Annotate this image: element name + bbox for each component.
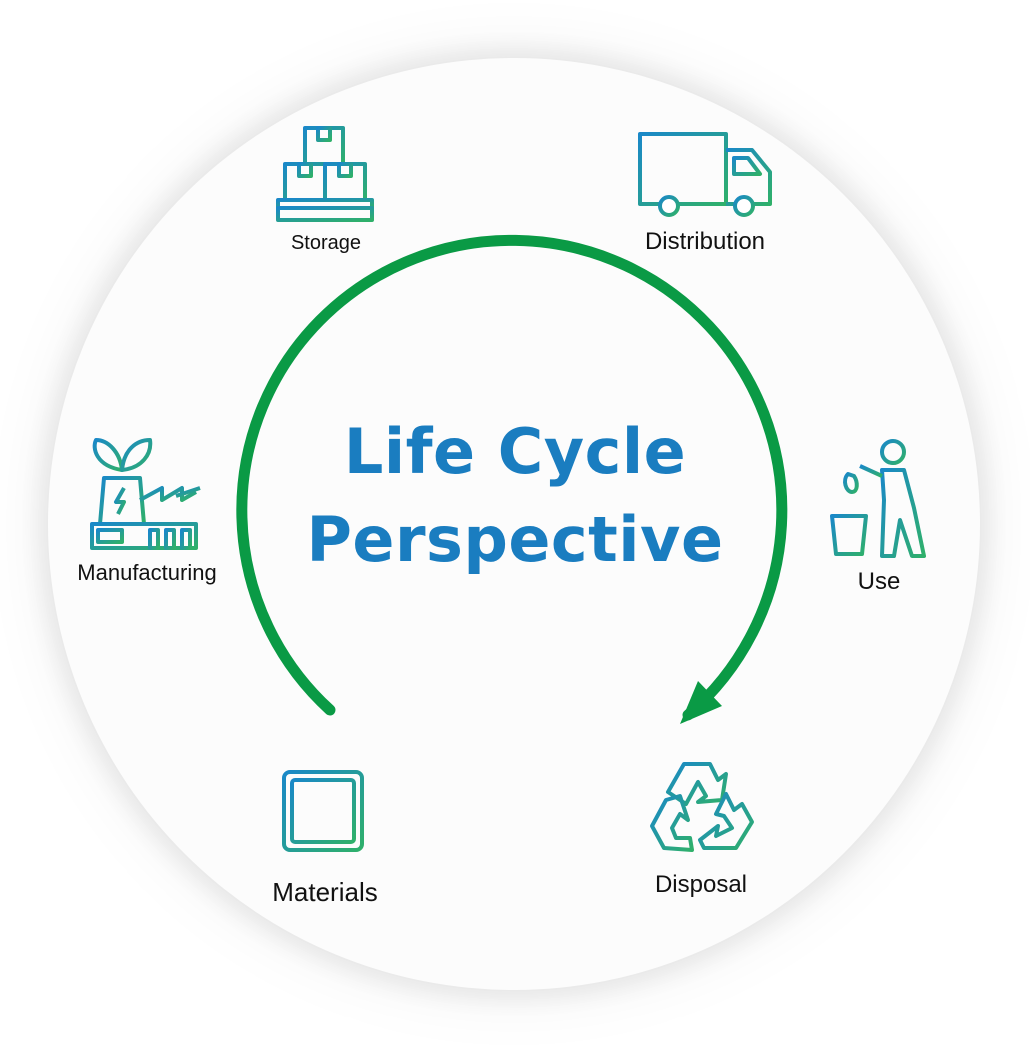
recycle-icon [650, 762, 754, 852]
diagram-title: Life Cycle Perspective [265, 408, 765, 584]
storage-label: Storage [290, 232, 362, 254]
pallet-boxes-icon [276, 126, 374, 222]
title-line-2: Perspective [306, 503, 724, 576]
microchip-icon [274, 762, 372, 860]
disposal-label: Disposal [654, 871, 748, 898]
cycle-arrow [236, 234, 788, 724]
delivery-truck-icon [638, 124, 772, 217]
person-throwing-trash-icon [830, 439, 926, 558]
manufacturing-label: Manufacturing [77, 560, 217, 585]
title-line-1: Life Cycle [343, 415, 687, 488]
distribution-label: Distribution [644, 228, 766, 255]
background-circle [48, 58, 980, 990]
materials-label: Materials [272, 877, 378, 907]
green-factory-icon [90, 438, 201, 550]
use-label: Use [857, 568, 901, 595]
